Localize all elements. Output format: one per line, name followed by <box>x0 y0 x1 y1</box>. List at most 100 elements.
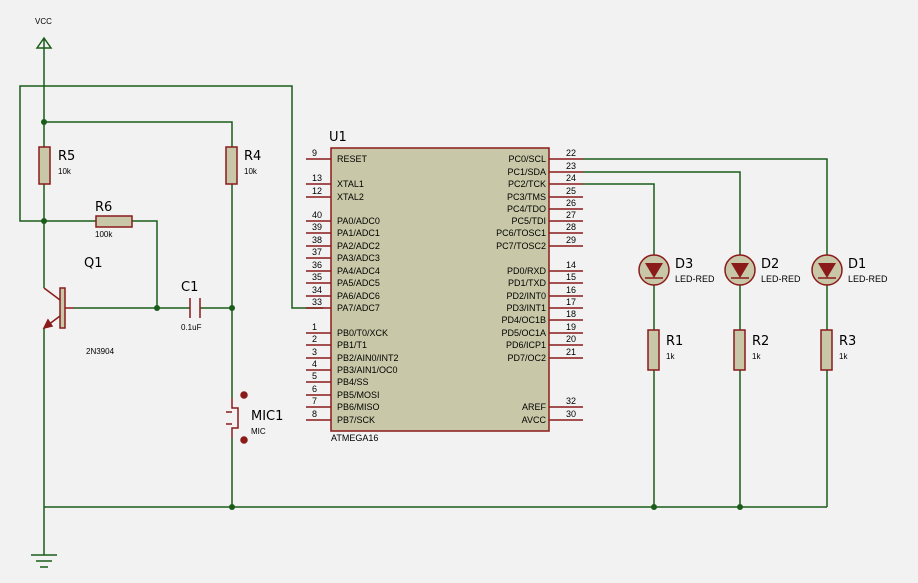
ic-pin-name: PC0/SCL <box>508 154 546 164</box>
resistor-r5[interactable]: R5 10k <box>38 146 75 185</box>
transistor-q1[interactable] <box>42 287 74 330</box>
resistor-r1-value: 1k <box>666 352 675 361</box>
resistor-r2[interactable]: R2 1k <box>733 329 769 371</box>
wire-pc0-d1 <box>583 158 828 258</box>
ic-pin-name: PB2/AIN0/INT2 <box>337 353 399 363</box>
ic-pin-name: PD0/RXD <box>507 266 547 276</box>
ic-pin-number: 15 <box>566 272 576 282</box>
resistor-r1-ref: R1 <box>666 334 683 349</box>
led-d1[interactable]: D1 LED-RED <box>811 254 888 286</box>
ic-pin-name: PA1/ADC1 <box>337 228 380 238</box>
mic-part: MIC <box>251 427 266 436</box>
ic-part: ATMEGA16 <box>331 433 378 443</box>
ic-pin-name: PD6/ICP1 <box>506 340 546 350</box>
wire-vcc-to-pa7 <box>19 85 44 222</box>
resistor-r3-body <box>820 329 833 371</box>
led-d2-ref: D2 <box>761 257 779 272</box>
ic-pin-name: PD5/OC1A <box>501 328 546 338</box>
resistor-r2-value: 1k <box>752 352 761 361</box>
ic-pin-name: PA5/ADC5 <box>337 278 380 288</box>
ic-ref: U1 <box>329 130 347 145</box>
led-d3-part: LED-RED <box>675 274 715 284</box>
ic-pin-number: 13 <box>312 173 322 183</box>
ic-pin-name: PC5/TDI <box>511 216 546 226</box>
led-d2[interactable]: D2 LED-RED <box>724 254 801 286</box>
ic-pin-number: 19 <box>566 322 576 332</box>
mic-element <box>231 398 239 438</box>
junction-dot <box>651 504 657 510</box>
resistor-r3[interactable]: R3 1k <box>820 329 856 371</box>
transistor-q1-part: 2N3904 <box>86 347 115 356</box>
ic-pin-name: PB6/MISO <box>337 402 380 412</box>
ic-pin-number: 30 <box>566 409 576 419</box>
resistor-r4[interactable]: R4 10k <box>225 146 261 185</box>
ic-body <box>330 147 550 432</box>
ic-right-pins: 22PC0/SCL23PC1/SDA24PC2/TCK25PC3/TMS26PC… <box>496 148 583 425</box>
junction-dot <box>154 305 160 311</box>
resistor-r6-ref: R6 <box>95 200 112 215</box>
led-d3[interactable]: D3 LED-RED <box>638 254 715 286</box>
ic-pin-number: 2 <box>312 334 317 344</box>
junction-dot <box>41 119 47 125</box>
ic-pin-number: 5 <box>312 371 317 381</box>
junction-dot <box>229 504 235 510</box>
ic-pin-number: 22 <box>566 148 576 158</box>
microphone-mic1[interactable] <box>226 391 248 444</box>
ground-symbol[interactable] <box>31 554 57 568</box>
junctions <box>41 119 743 510</box>
ic-pin-name: RESET <box>337 154 368 164</box>
wire-pc2-d3 <box>583 183 655 258</box>
ic-pin-name: PD7/OC2 <box>507 353 546 363</box>
ic-pin-name: PB0/T0/XCK <box>337 328 388 338</box>
ic-pin-name: PC6/TOSC1 <box>496 228 546 238</box>
vcc-symbol[interactable]: VCC <box>35 17 53 49</box>
resistor-r1[interactable]: R1 1k <box>647 329 683 371</box>
junction-dot <box>41 218 47 224</box>
ic-pin-name: XTAL1 <box>337 179 364 189</box>
ic-pin-name: PA6/ADC6 <box>337 291 380 301</box>
resistor-r3-value: 1k <box>839 352 848 361</box>
resistor-r6[interactable]: R6 100k <box>95 200 133 239</box>
capacitor-c1[interactable] <box>189 298 201 318</box>
ic-pin-number: 29 <box>566 235 576 245</box>
